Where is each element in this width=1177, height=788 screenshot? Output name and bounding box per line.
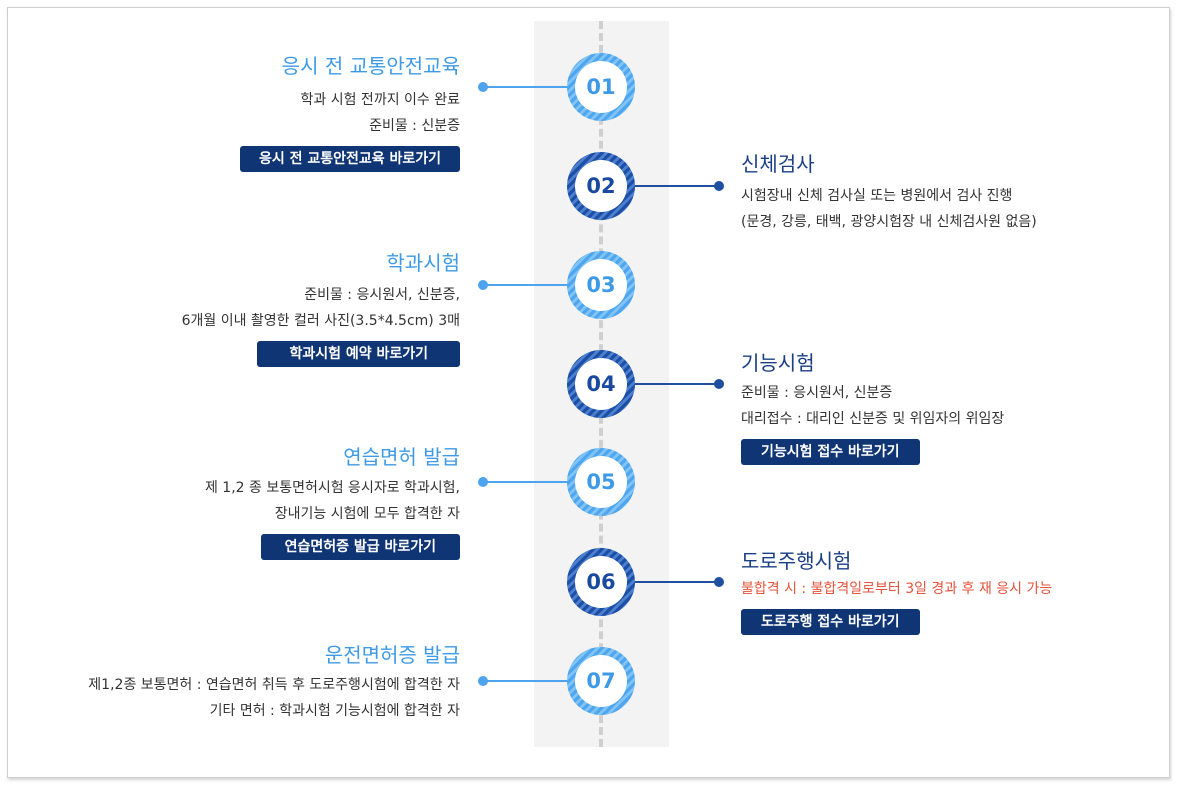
step-number-badge: 01 [567, 53, 635, 121]
step-description: 불합격 시 : 불합격일로부터 3일 경과 후 재 응시 가능 [741, 576, 1052, 602]
road-test-application-button[interactable]: 도로주행 접수 바로가기 [741, 609, 920, 635]
step-description: 준비물 : 응시원서, 신분증 대리접수 : 대리인 신분증 및 위임자의 위임… [741, 380, 1004, 432]
connector-dot [478, 280, 488, 290]
connector-dot [714, 577, 724, 587]
step-number-badge: 02 [567, 152, 635, 220]
step-number: 07 [575, 655, 627, 707]
step-content: 운전면허증 발급 제1,2종 보통면허 : 연습면허 취득 후 도로주행시험에 … [88, 643, 460, 724]
description-line: 제1,2종 보통면허 : 연습면허 취득 후 도로주행시험에 합격한 자 [88, 677, 460, 693]
step-description: 제1,2종 보통면허 : 연습면허 취득 후 도로주행시험에 합격한 자 기타 … [88, 672, 460, 724]
learner-license-issue-button[interactable]: 연습면허증 발급 바로가기 [260, 534, 460, 560]
connector-dot [478, 676, 488, 686]
description-line: 불합격 시 : 불합격일로부터 3일 경과 후 재 응시 가능 [741, 581, 1053, 597]
step-content: 도로주행시험 불합격 시 : 불합격일로부터 3일 경과 후 재 응시 가능 도… [741, 549, 1052, 635]
description-line: 장내기능 시험에 모두 합격한 자 [274, 506, 460, 522]
step-content: 연습면허 발급 제 1,2 종 보통면허시험 응시자로 학과시험, 장내기능 시… [205, 445, 460, 560]
description-line: 제 1,2 종 보통면허시험 응시자로 학과시험, [204, 480, 460, 496]
step-number: 06 [575, 556, 627, 608]
step-title: 신체검사 [741, 152, 815, 176]
description-line: 준비물 : 응시원서, 신분증, [304, 287, 460, 303]
connector-dot [714, 181, 724, 191]
description-line: 준비물 : 응시원서, 신분증 [741, 385, 893, 401]
traffic-safety-education-link-button[interactable]: 응시 전 교통안전교육 바로가기 [239, 146, 460, 172]
step-content: 신체검사 시험장내 신체 검사실 또는 병원에서 검사 진행 (문경, 강릉, … [741, 152, 1037, 235]
step-description: 시험장내 신체 검사실 또는 병원에서 검사 진행 (문경, 강릉, 태백, 광… [741, 183, 1037, 235]
connector-line [483, 680, 569, 682]
description-line: 6개월 이내 촬영한 컬러 사진(3.5*4.5cm) 3매 [181, 313, 460, 329]
step-title: 운전면허증 발급 [324, 643, 460, 667]
description-line: 기타 면허 : 학과시험 기능시험에 합격한 자 [209, 703, 460, 719]
written-test-reservation-button[interactable]: 학과시험 예약 바로가기 [257, 341, 460, 367]
step-content: 응시 전 교통안전교육 학과 시험 전까지 이수 완료 준비물 : 신분증 응시… [239, 54, 460, 172]
step-number: 02 [575, 160, 627, 212]
connector-line [633, 581, 719, 583]
connector-line [633, 383, 719, 385]
step-title: 학과시험 [386, 251, 460, 275]
description-line: (문경, 강릉, 태백, 광양시험장 내 신체검사원 없음) [741, 214, 1037, 230]
connector-line [483, 284, 569, 286]
description-line: 준비물 : 신분증 [369, 118, 460, 134]
skill-test-application-button[interactable]: 기능시험 접수 바로가기 [741, 439, 920, 465]
description-line: 시험장내 신체 검사실 또는 병원에서 검사 진행 [741, 188, 1013, 204]
connector-dot [478, 82, 488, 92]
connector-dot [478, 477, 488, 487]
step-description: 제 1,2 종 보통면허시험 응시자로 학과시험, 장내기능 시험에 모두 합격… [205, 475, 460, 527]
step-title: 기능시험 [741, 351, 815, 375]
step-number-badge: 03 [567, 251, 635, 319]
description-line: 대리접수 : 대리인 신분증 및 위임자의 위임장 [741, 411, 1005, 427]
step-title: 도로주행시험 [741, 549, 852, 573]
step-title: 연습면허 발급 [343, 445, 460, 469]
connector-line [633, 185, 719, 187]
step-number: 05 [575, 456, 627, 508]
step-content: 기능시험 준비물 : 응시원서, 신분증 대리접수 : 대리인 신분증 및 위임… [741, 351, 1004, 465]
step-description: 준비물 : 응시원서, 신분증, 6개월 이내 촬영한 컬러 사진(3.5*4.… [182, 282, 460, 334]
step-number-badge: 06 [567, 548, 635, 616]
step-title: 응시 전 교통안전교육 [281, 54, 460, 78]
step-number-badge: 04 [567, 350, 635, 418]
step-content: 학과시험 준비물 : 응시원서, 신분증, 6개월 이내 촬영한 컬러 사진(3… [182, 251, 460, 367]
step-number-badge: 07 [567, 647, 635, 715]
step-number: 03 [575, 259, 627, 311]
step-number: 01 [575, 61, 627, 113]
connector-dot [714, 379, 724, 389]
step-number: 04 [575, 358, 627, 410]
step-description: 학과 시험 전까지 이수 완료 준비물 : 신분증 [240, 87, 460, 139]
connector-line [483, 86, 569, 88]
description-line: 학과 시험 전까지 이수 완료 [300, 92, 460, 108]
step-number-badge: 05 [567, 448, 635, 516]
connector-line [483, 481, 569, 483]
